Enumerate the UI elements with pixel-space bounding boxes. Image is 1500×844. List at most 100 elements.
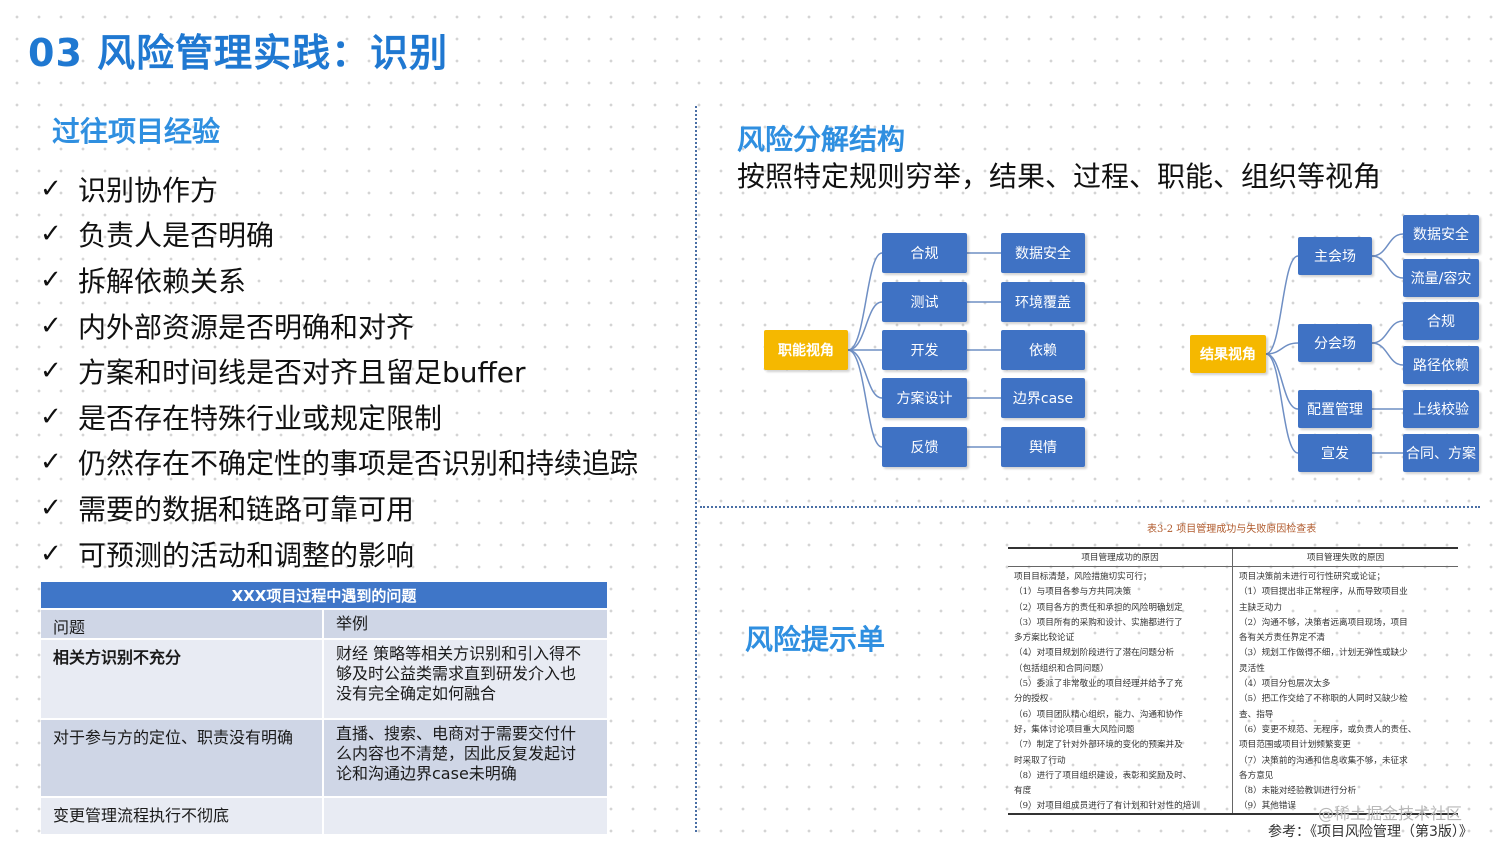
- scan-line: 查、指导: [1239, 709, 1274, 720]
- tree-leaf: 数据安全: [1403, 215, 1479, 253]
- scan-line: （3）规划工作做得不细，计划无弹性或缺少: [1239, 648, 1408, 659]
- tree-leaf: 环境覆盖: [1001, 282, 1085, 322]
- check-list-item: ✓内外部资源是否明确和对齐: [40, 303, 638, 349]
- scan-header-failure: 项目管理失败的原因: [1306, 553, 1385, 563]
- rbs-heading: 风险分解结构: [737, 123, 906, 156]
- tree-node: 方案设计: [882, 378, 967, 418]
- scan-line: 项目范围或项目计划频繁变更: [1239, 740, 1351, 751]
- scan-line: （9）其他错误: [1239, 801, 1297, 812]
- scan-line: （8）未能对经验教训进行分析: [1239, 786, 1357, 797]
- scan-line: （5）委派了非常敬业的项目经理并给予了充: [1014, 679, 1183, 690]
- scan-line: 项目决策前未进行可行性研究或论证；: [1239, 572, 1386, 582]
- tree-node: 宣发: [1298, 434, 1372, 472]
- tree-node: 反馈: [882, 427, 967, 467]
- tree-connector: [847, 301, 883, 351]
- example-cell: 财经 策略等相关方识别和引入得不 够及时公益类需求直到研发介入也 没有完全确定如…: [324, 640, 607, 718]
- column-header-issue: 问题: [41, 610, 324, 638]
- tree-connector: [1265, 255, 1299, 355]
- issue-cell: 对于参与方的定位、职责没有明确: [41, 720, 324, 796]
- tree-connector: [847, 349, 883, 399]
- past-experience-heading: 过往项目经验: [52, 115, 221, 148]
- scan-line: （1）项目提出非正常程序，从而导致项目业: [1239, 587, 1408, 598]
- table-row: 相关方识别不充分 财经 策略等相关方识别和引入得不 够及时公益类需求直到研发介入…: [41, 640, 607, 720]
- check-item-label: 识别协作方: [78, 173, 219, 207]
- tree-leaf: 舆情: [1001, 427, 1085, 467]
- check-list-item: ✓拆解依赖关系: [40, 257, 638, 303]
- column-header-example: 举例: [336, 614, 369, 633]
- tree-connector: [1371, 320, 1404, 344]
- checkmark-icon: ✓: [40, 447, 62, 478]
- check-list-item: ✓ 仍然存在不确定性的事项是否识别和持续追踪: [40, 440, 638, 486]
- example-line: 够及时公益类需求直到研发介入也: [336, 664, 577, 683]
- checkmark-icon: ✓: [40, 538, 62, 569]
- example-cell: 直播、搜索、电商对于需要交付什 么内容也不清楚，因此反复发起讨 论和沟通边界ca…: [324, 720, 607, 796]
- scan-line: 有度: [1014, 786, 1032, 797]
- horizontal-divider: [700, 506, 1480, 508]
- scan-line: （3）项目所有的采购和设计、实施都进行了: [1014, 617, 1183, 628]
- tree-leaf: 合同、方案: [1403, 434, 1479, 472]
- check-list-item: ✓ 负责人是否明确: [40, 212, 638, 258]
- tree-connector: [847, 252, 883, 351]
- check-item-label: 仍然存在不确定性的事项是否识别和持续追踪: [78, 447, 639, 481]
- checkmark-icon: ✓: [40, 356, 62, 387]
- issues-table-title: XXX项目过程中遇到的问题: [41, 582, 607, 610]
- success-reasons-column: 项目目标清楚，风险措施切实可行； （1）与项目各参与方共同决策 （2）项目各方的…: [1008, 567, 1233, 813]
- scan-line: （8）进行了项目组织建设，表彰和奖励及时、: [1014, 770, 1192, 781]
- tree-node: 开发: [882, 330, 967, 370]
- watermark: @稀土掘金技术社区: [1318, 804, 1463, 823]
- tree-leaf: 路径依赖: [1403, 346, 1479, 384]
- example-line: 直播、搜索、电商对于需要交付什: [336, 724, 577, 743]
- table-row: 对于参与方的定位、职责没有明确 直播、搜索、电商对于需要交付什 么内容也不清楚，…: [41, 720, 607, 798]
- tree-leaf: 依赖: [1001, 330, 1085, 370]
- tree-leaf: 合规: [1403, 302, 1479, 340]
- tree-leaf: 边界case: [1001, 378, 1085, 418]
- scan-line: （包括组织和合同问题）: [1014, 663, 1109, 674]
- scan-line: 好，集体讨论项目重大风险问题: [1014, 724, 1135, 735]
- tree-connector: [847, 349, 883, 448]
- tree-node: 配置管理: [1298, 390, 1372, 428]
- scanned-checklist-table: 项目管理成功的原因 项目管理失败的原因 项目目标清楚，风险措施切实可行； （1）…: [1008, 547, 1458, 815]
- tree-connector: [1371, 342, 1404, 366]
- scan-table-body: 项目目标清楚，风险措施切实可行； （1）与项目各参与方共同决策 （2）项目各方的…: [1008, 567, 1458, 813]
- scan-line: （1）与项目各参与方共同决策: [1014, 587, 1132, 598]
- table-row: 变更管理流程执行不彻底: [41, 798, 607, 836]
- tree-leaf: 上线校验: [1403, 390, 1479, 428]
- check-item-label: 方案和时间线是否对齐且留足buffer: [78, 356, 526, 390]
- tree-connector: [1265, 353, 1299, 410]
- checkmark-icon: ✓: [40, 492, 62, 523]
- scan-line: 分的授权: [1014, 694, 1049, 705]
- scan-line: 灵活性: [1239, 663, 1265, 674]
- tree-connector: [1265, 342, 1299, 355]
- check-item-label: 负责人是否明确: [78, 219, 275, 253]
- checkmark-icon: ✓: [40, 310, 62, 341]
- check-item-label: 可预测的活动和调整的影响: [78, 538, 415, 572]
- scan-line: （7）决策前的沟通和信息收集不够，未征求: [1239, 755, 1408, 766]
- check-list-item: ✓ 可预测的活动和调整的影响: [40, 531, 638, 577]
- tree-root-functional: 职能视角: [764, 330, 848, 370]
- scan-line: （7）制定了针对外部环境的变化的预案并及: [1014, 740, 1183, 751]
- failure-reasons-column: 项目决策前未进行可行性研究或论证； （1）项目提出非正常程序，从而导致项目业 主…: [1233, 567, 1458, 813]
- check-list-item: ✓ 识别协作方: [40, 166, 638, 212]
- tree-node: 主会场: [1298, 237, 1372, 275]
- scan-line: （2）项目各方的责任和承担的风险明确划定: [1014, 602, 1183, 613]
- scan-header-success: 项目管理成功的原因: [1008, 549, 1233, 566]
- scan-table-header: 项目管理成功的原因 项目管理失败的原因: [1008, 549, 1458, 567]
- scan-line: （6）项目团队精心组织，能力、沟通和协作: [1014, 709, 1183, 720]
- checkmark-icon: ✓: [40, 219, 62, 250]
- scan-table-caption: 表3-2 项目管理成功与失败原因检查表: [1147, 524, 1317, 535]
- checkmark-icon: ✓: [40, 264, 62, 295]
- issue-cell: 相关方识别不充分: [41, 640, 324, 718]
- tree-node: 分会场: [1298, 324, 1372, 362]
- vertical-divider: [695, 106, 697, 832]
- scan-line: 主缺乏动力: [1239, 602, 1282, 613]
- scan-line: 项目目标清楚，风险措施切实可行；: [1014, 572, 1152, 582]
- tree-node: 合规: [882, 233, 967, 273]
- checkmark-icon: ✓: [40, 173, 62, 204]
- tree-leaf: 数据安全: [1001, 233, 1085, 273]
- check-list-item: ✓ 需要的数据和链路可靠可用: [40, 485, 638, 531]
- check-item-label: 需要的数据和链路可靠可用: [78, 492, 415, 526]
- tree-connector: [1371, 255, 1404, 279]
- checkmark-icon: ✓: [40, 401, 62, 432]
- scan-line: （9）对项目组成员进行了有计划和针对性的培训: [1014, 801, 1200, 812]
